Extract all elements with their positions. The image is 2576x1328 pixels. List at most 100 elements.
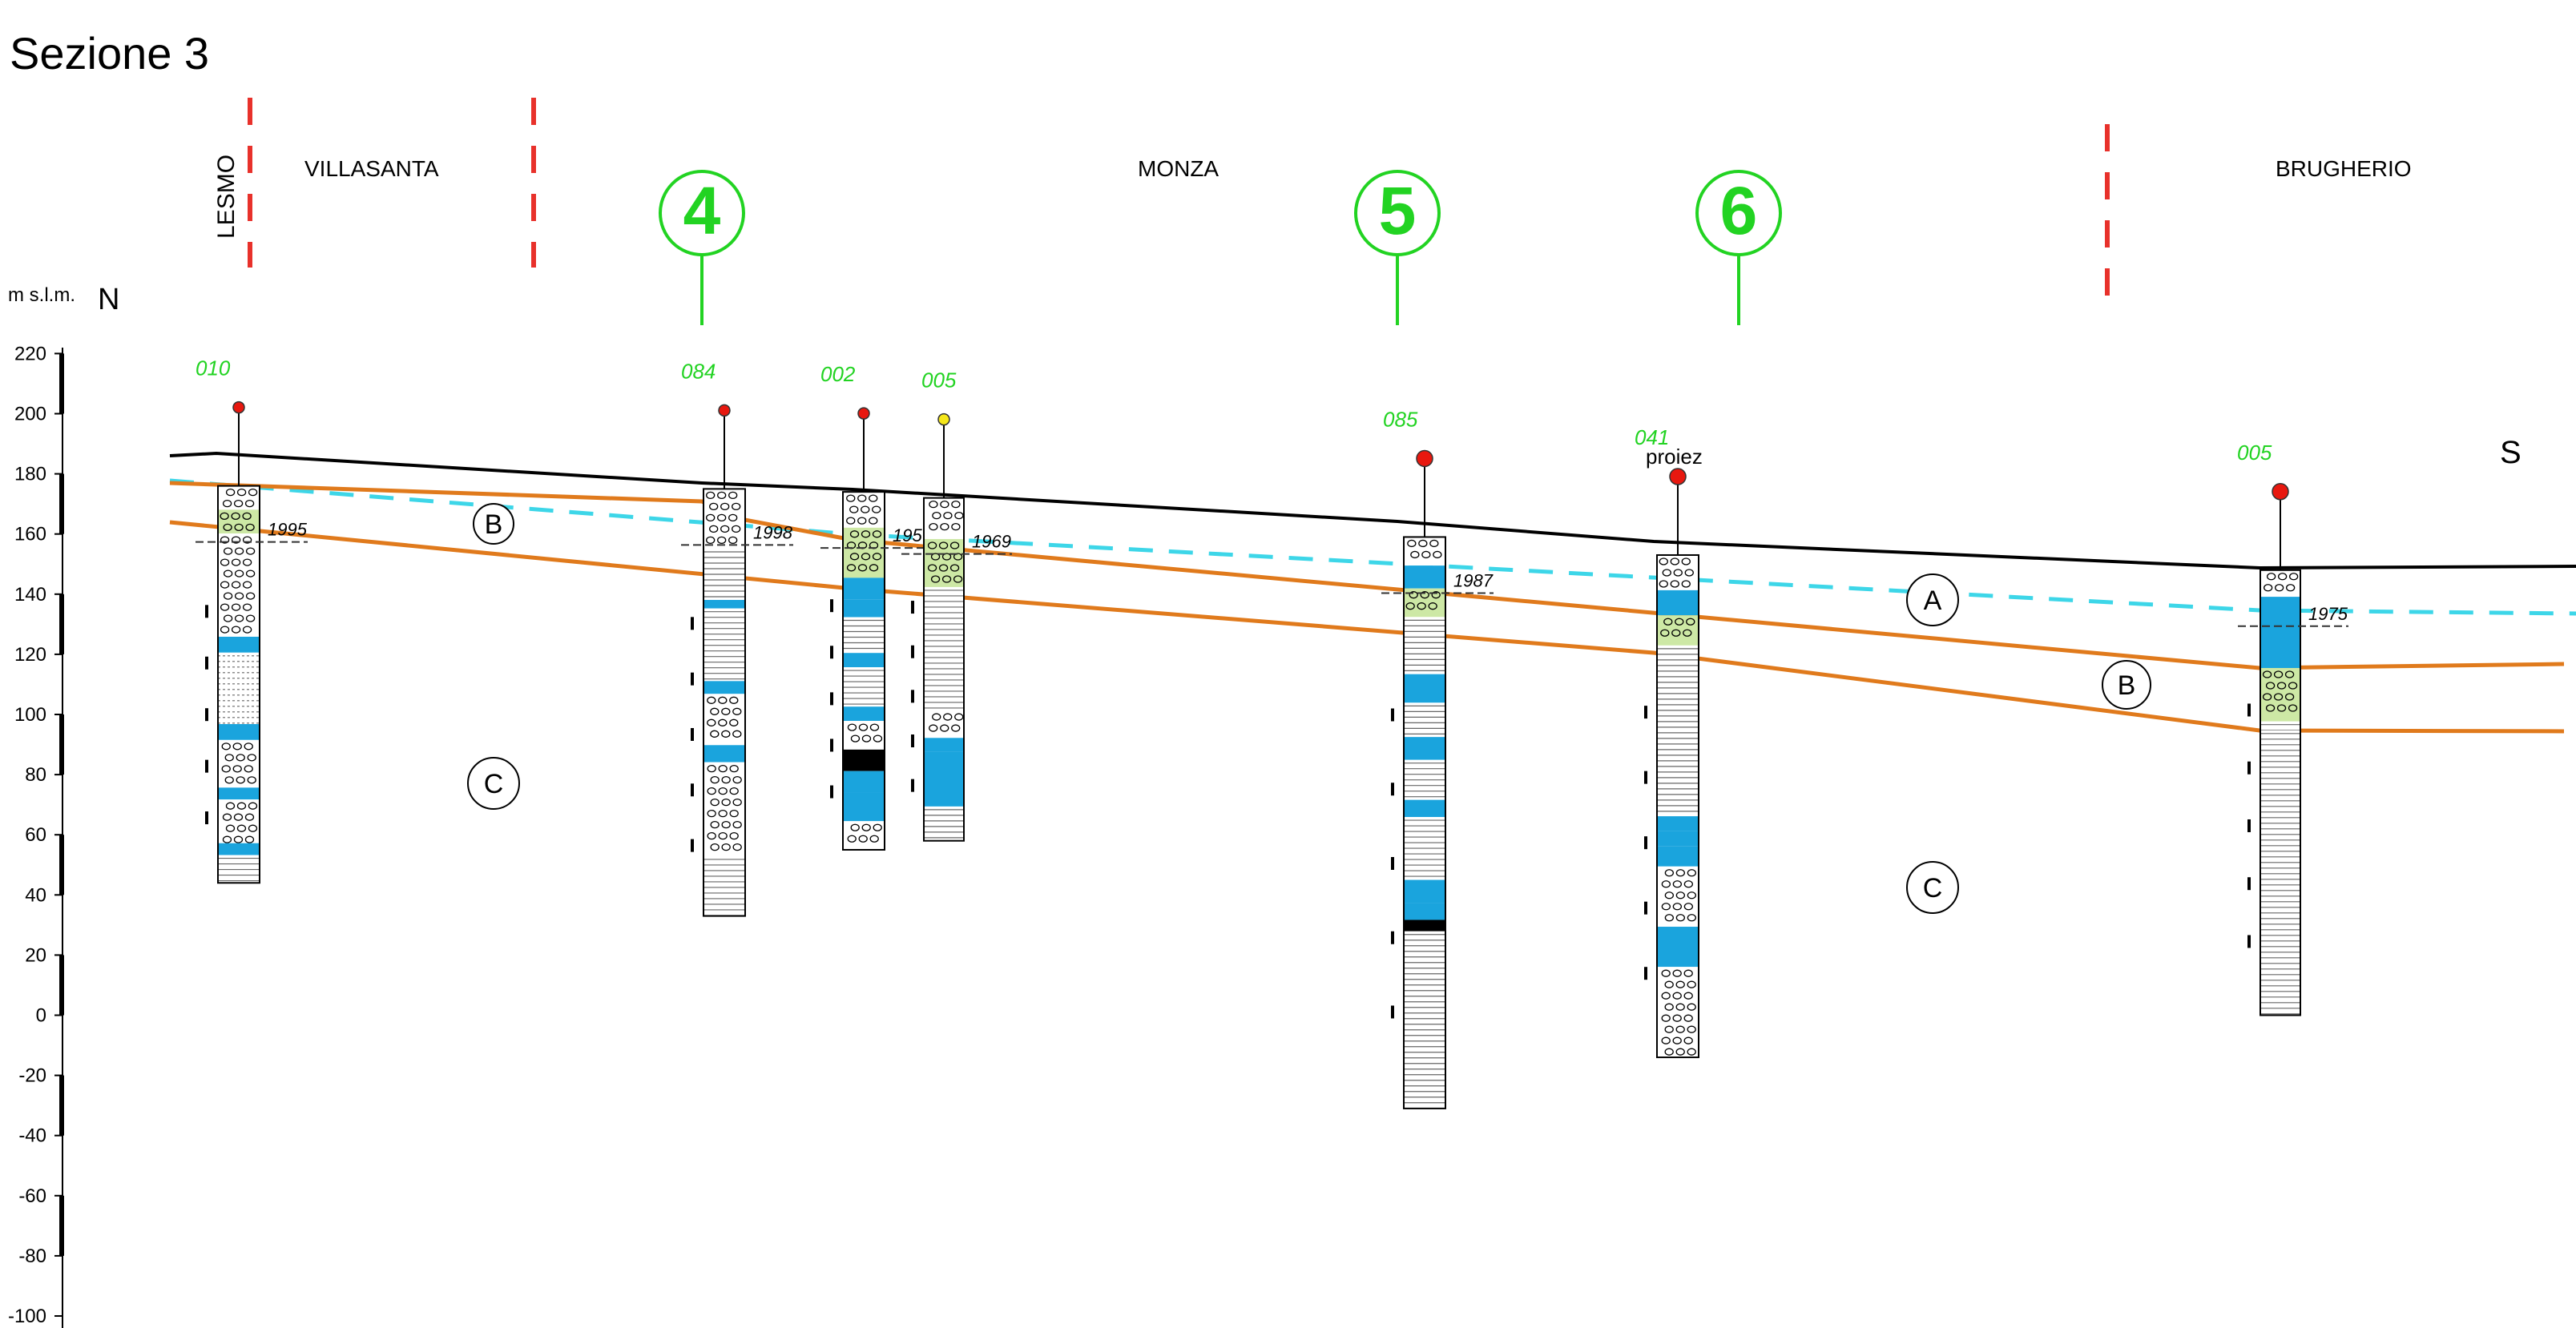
clast	[1687, 1048, 1696, 1056]
clast	[1684, 569, 1694, 577]
clast	[732, 730, 742, 738]
clast	[1661, 903, 1671, 911]
clast	[929, 500, 938, 509]
lithology-blue	[1657, 590, 1699, 616]
svg-text:B: B	[485, 509, 503, 540]
clast	[954, 511, 964, 520]
axis-bar	[59, 714, 64, 775]
borehole-projection-note: proiez	[1646, 445, 1703, 469]
lithology-blue	[843, 577, 885, 600]
clast	[940, 522, 949, 531]
clast	[233, 499, 244, 508]
clast	[943, 511, 953, 520]
clast	[1683, 629, 1692, 637]
axis-tick-label: 120	[14, 644, 46, 666]
clast	[710, 798, 720, 807]
clast	[930, 575, 941, 583]
axis-tick-label: -20	[18, 1065, 46, 1087]
borehole-marker	[857, 407, 870, 420]
lithology-blue	[1404, 879, 1445, 903]
clast	[850, 734, 861, 742]
clast	[245, 547, 256, 555]
clast	[234, 614, 244, 622]
borehole-id: 085	[1383, 407, 1418, 431]
unit-a-label: A	[1906, 573, 1959, 626]
clast	[244, 742, 253, 751]
clast	[1664, 914, 1675, 922]
clast	[1661, 880, 1671, 888]
clast	[222, 835, 232, 843]
clast	[1675, 1048, 1685, 1056]
clast	[869, 835, 879, 843]
lithology-blue	[924, 738, 964, 752]
clast	[222, 499, 232, 508]
clast	[1661, 1036, 1671, 1044]
clast	[858, 723, 869, 731]
clast	[732, 798, 742, 807]
clast	[1672, 1014, 1682, 1022]
axis-bar	[59, 835, 64, 895]
section-marker-4: 4	[659, 170, 745, 325]
clast	[1661, 1014, 1671, 1022]
clast	[869, 517, 878, 525]
clast	[1675, 618, 1684, 626]
clast	[869, 494, 878, 502]
clast	[223, 569, 233, 577]
clast	[720, 502, 730, 511]
clast	[234, 547, 244, 555]
lithology-gravel	[2260, 569, 2300, 598]
lithology-blue	[218, 636, 260, 653]
clast	[231, 512, 240, 521]
borehole-id: 002	[820, 362, 856, 386]
lithology-blue	[703, 681, 745, 694]
borehole-marker	[718, 404, 731, 417]
static-level-year: 1995	[268, 520, 308, 540]
clast	[861, 530, 871, 538]
clast	[1681, 557, 1691, 565]
clast	[707, 718, 716, 726]
axis-tick-label: -100	[8, 1306, 46, 1327]
clast	[2276, 704, 2287, 712]
clast	[220, 626, 230, 634]
clast	[234, 523, 244, 532]
clast	[1661, 969, 1671, 977]
borehole-010: 010 1995	[196, 356, 308, 884]
clast	[2273, 693, 2284, 701]
clast	[951, 500, 961, 509]
axis-tick-label: 100	[14, 704, 46, 726]
lithology-clay	[218, 855, 260, 883]
clast	[1687, 980, 1696, 988]
clast	[1405, 602, 1415, 610]
clast	[223, 592, 233, 600]
clast	[706, 491, 716, 500]
static-level-year: 1998	[753, 522, 793, 542]
clast	[1683, 880, 1694, 888]
axis-tick-label: 0	[36, 1005, 46, 1027]
axis-bar	[59, 353, 64, 414]
clast	[1420, 591, 1429, 599]
clast	[234, 592, 244, 600]
clast	[857, 494, 867, 502]
clast	[1687, 1003, 1696, 1011]
south-label: S	[2500, 435, 2522, 470]
clast	[951, 522, 961, 531]
clast	[849, 530, 860, 538]
clast	[1433, 550, 1442, 559]
lithology-black	[843, 749, 885, 771]
clast	[721, 843, 731, 851]
clast	[2262, 693, 2272, 701]
lithology-clay	[924, 806, 964, 841]
borehole-id: 005	[921, 368, 957, 392]
clast	[245, 523, 255, 532]
lithology-clay	[2260, 730, 2300, 1016]
static-level-year: 1975	[2308, 604, 2348, 624]
municipality-villasanta: VILLASANTA	[304, 156, 439, 181]
boundary-b-c-line	[169, 520, 2565, 734]
clast	[932, 511, 941, 520]
axis-tick-label: 160	[14, 524, 46, 545]
clast	[940, 500, 949, 509]
clast	[846, 564, 857, 572]
borehole-id: 010	[196, 356, 231, 380]
